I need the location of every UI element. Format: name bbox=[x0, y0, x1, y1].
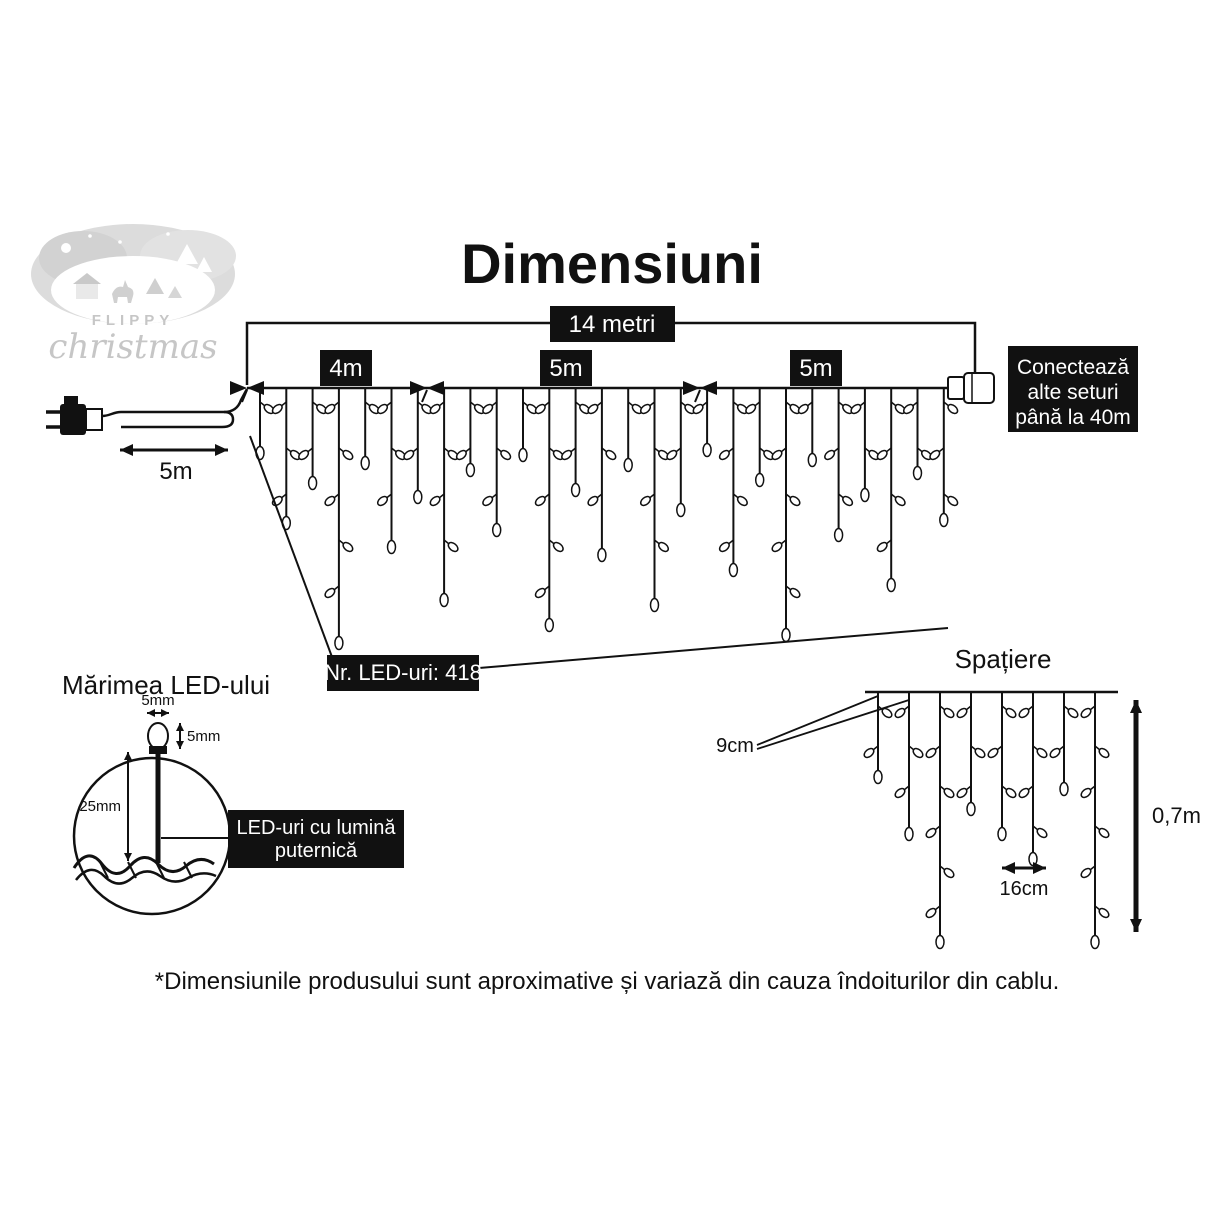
icicle-drop bbox=[534, 388, 564, 633]
tree-icon bbox=[176, 244, 198, 264]
segment-label-5m-1: 5m bbox=[549, 355, 582, 382]
icicle-drop bbox=[692, 388, 712, 458]
led-bulb-height-label: 5mm bbox=[187, 728, 220, 745]
total-length-box bbox=[550, 306, 675, 342]
led-body-length-label: 25mm bbox=[79, 798, 121, 815]
magnifier-circle bbox=[72, 756, 232, 916]
icicle-curtain bbox=[255, 388, 959, 651]
footer-note: *Dimensiunile produsului sunt aproximati… bbox=[155, 968, 1059, 995]
led-count-leader-left bbox=[249, 435, 333, 658]
brand-script-name: christmas bbox=[48, 327, 217, 367]
led-callout-line1: LED-uri cu lumină bbox=[237, 817, 397, 839]
icicle-drop bbox=[666, 388, 696, 518]
icicle-drop bbox=[824, 388, 854, 543]
led-count-box bbox=[327, 655, 479, 691]
power-plug-icon bbox=[46, 396, 103, 435]
icicle-drop bbox=[771, 388, 801, 643]
tree-icon bbox=[168, 286, 182, 298]
icicle-drop bbox=[863, 692, 893, 785]
brand-name: FLIPPY bbox=[92, 312, 175, 329]
extension-plug-icon bbox=[947, 372, 995, 404]
house-roof-icon bbox=[73, 273, 101, 284]
lead-wire bbox=[101, 388, 249, 429]
icicle-drop bbox=[623, 388, 643, 473]
tree-icon bbox=[196, 257, 212, 272]
connect-info-line1: Conectează bbox=[1017, 356, 1129, 379]
led-count-leader-right bbox=[478, 627, 949, 669]
twisted-wire-icon bbox=[72, 854, 217, 885]
led-size-heading: Mărimea LED-ului bbox=[62, 670, 270, 700]
segment-box-5m-2 bbox=[790, 350, 842, 386]
icicle-drop bbox=[324, 388, 354, 651]
lead-length-label: 5m bbox=[159, 458, 192, 485]
drop-gap-leader-2 bbox=[756, 699, 910, 750]
bulb-gap-label: 16cm bbox=[1000, 878, 1049, 900]
icicle-drop bbox=[455, 388, 485, 478]
segment-label-4m: 4m bbox=[329, 355, 362, 382]
spacing-icicle-drops bbox=[863, 692, 1110, 950]
icicle-drop bbox=[360, 388, 380, 471]
icicle-drop bbox=[376, 388, 407, 555]
segment-box-5m-1 bbox=[540, 350, 592, 386]
segment-label-5m-2: 5m bbox=[799, 355, 832, 382]
brand-logo: FLIPPY christmas bbox=[31, 224, 236, 367]
connect-info-line3: până la 40m bbox=[1015, 406, 1131, 429]
icicle-drop bbox=[429, 388, 459, 608]
page-title: Dimensiuni bbox=[461, 232, 763, 295]
star-icon bbox=[118, 240, 122, 244]
led-callout-line2: puternică bbox=[275, 840, 358, 862]
icicle-drop bbox=[929, 388, 959, 528]
icicle-drop bbox=[1080, 692, 1110, 950]
icicle-drop bbox=[587, 388, 617, 563]
led-bulb-graphic bbox=[147, 722, 169, 863]
icicle-drop bbox=[482, 388, 512, 538]
logo-snow-scene bbox=[51, 256, 215, 324]
segment-box-4m bbox=[320, 350, 372, 386]
icicle-drop bbox=[987, 692, 1017, 842]
icicle-drop bbox=[561, 388, 591, 498]
icicle-drop bbox=[298, 388, 328, 491]
led-width-label: 5mm bbox=[141, 692, 174, 709]
icicle-drop bbox=[518, 388, 538, 463]
spacing-heading: Spațiere bbox=[955, 644, 1052, 674]
total-length-label: 14 metri bbox=[569, 311, 656, 338]
led-count-label: Nr. LED-uri: 418 bbox=[324, 660, 482, 685]
icicle-drop bbox=[956, 692, 986, 817]
star-icon bbox=[166, 232, 170, 236]
icicle-drop bbox=[1018, 692, 1048, 867]
icicle-drop bbox=[797, 388, 818, 468]
icicle-drop bbox=[876, 388, 906, 593]
moon-icon bbox=[61, 243, 71, 253]
drop-height-label: 0,7m bbox=[1152, 803, 1201, 828]
star-icon bbox=[88, 234, 92, 238]
house-icon bbox=[76, 284, 98, 299]
connect-info-line2: alte seturi bbox=[1027, 381, 1118, 404]
tree-icon bbox=[146, 278, 164, 294]
drop-gap-leader-1 bbox=[756, 695, 879, 746]
connect-info-box bbox=[1008, 346, 1138, 432]
icicle-drop bbox=[894, 692, 924, 842]
led-callout-box bbox=[228, 810, 404, 868]
icicle-drop bbox=[639, 388, 670, 613]
drop-gap-label: 9cm bbox=[716, 735, 754, 757]
icicle-drop bbox=[718, 388, 748, 578]
reindeer-icon bbox=[112, 280, 134, 303]
led-magnifier: 5mm 5mm 25mm bbox=[72, 692, 232, 916]
connector-icon bbox=[683, 381, 717, 403]
icicle-drop bbox=[1049, 692, 1079, 797]
icicle-drop bbox=[850, 388, 880, 503]
icicle-drop bbox=[925, 692, 955, 950]
